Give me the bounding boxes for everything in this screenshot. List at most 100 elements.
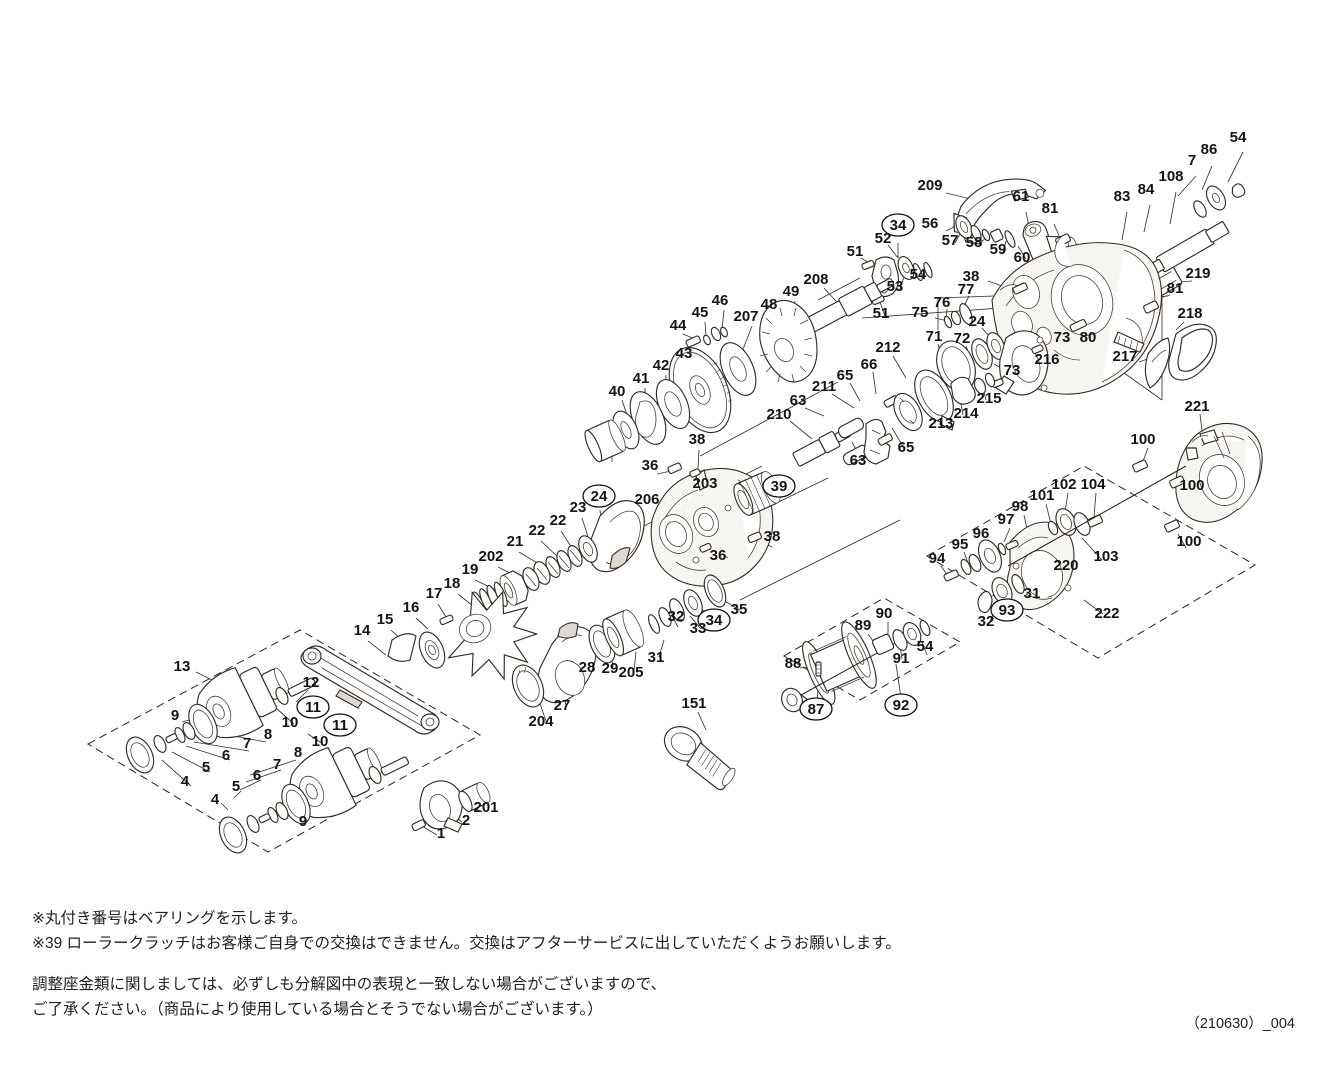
- callout-number: 208: [803, 271, 828, 288]
- callout-number: 46: [712, 292, 729, 309]
- callout-208: 208: [803, 271, 828, 288]
- callout-number: 88: [785, 655, 802, 672]
- callout-number: 97: [998, 511, 1015, 528]
- callout-32: 32: [668, 608, 685, 625]
- callout-number: 206: [634, 491, 659, 508]
- callout-9: 9: [299, 813, 307, 830]
- callout-number: 65: [898, 439, 915, 456]
- part-204-ring: [511, 664, 545, 708]
- part-stack-21-24: [522, 535, 598, 591]
- callout-7: 7: [243, 735, 251, 752]
- callout-number: 6: [222, 747, 230, 764]
- callout-14: 14: [354, 622, 371, 639]
- callout-1: 1: [437, 825, 445, 842]
- callout-number: 38: [764, 528, 781, 545]
- callout-number: 9: [299, 813, 307, 830]
- callout-number: 93: [999, 602, 1016, 619]
- callout-84: 84: [1138, 181, 1155, 198]
- callout-12: 12: [303, 674, 320, 691]
- callout-number: 51: [847, 243, 864, 260]
- callout-66: 66: [861, 356, 878, 373]
- callout-number: 86: [1201, 141, 1218, 158]
- bearing-87: [781, 687, 803, 713]
- callout-54: 54: [1230, 129, 1247, 146]
- part-43-washer: [655, 378, 691, 430]
- callout-number: 71: [926, 328, 943, 345]
- callout-219: 219: [1185, 265, 1210, 282]
- part-2-cap: [458, 781, 491, 812]
- callout-number: 1: [437, 825, 445, 842]
- note-line-2: ※39 ローラークラッチはお客様ご自身での交換はできません。交換はアフターサービ…: [32, 935, 901, 952]
- callout-31: 31: [648, 649, 665, 666]
- callout-63: 63: [850, 452, 867, 469]
- note-block2-line-1: 調整座金類に関しましては、必ずしも分解図中の表現と一致しない場合がございますので…: [32, 976, 667, 993]
- callout-61: 61: [1013, 188, 1030, 205]
- callout-number: 220: [1053, 557, 1078, 574]
- bearing-marker-circle: [884, 693, 918, 717]
- callout-number: 201: [473, 799, 498, 816]
- callout-number: 45: [692, 304, 709, 321]
- part-stack-4-9-upper: [125, 703, 218, 774]
- callout-98: 98: [1012, 498, 1029, 515]
- part-31-32-93-stack: [977, 574, 1025, 614]
- callout-36: 36: [710, 547, 727, 564]
- callout-number: 54: [910, 266, 927, 283]
- callout-49: 49: [783, 283, 800, 300]
- callout-number: 218: [1177, 305, 1202, 322]
- callout-31: 31: [1024, 585, 1041, 602]
- callout-number: 38: [963, 268, 980, 285]
- callout-number: 24: [969, 313, 986, 330]
- part-221-sideplate: [1175, 422, 1263, 523]
- callout-42: 42: [653, 357, 670, 374]
- callout-65: 65: [898, 439, 915, 456]
- callout-number: 53: [887, 278, 904, 295]
- callout-number: 36: [642, 457, 659, 474]
- callout-201: 201: [473, 799, 498, 816]
- note-block2-line-2: ご了承ください。（商品により使用している場合とそうでない場合がございます。）: [32, 1001, 603, 1018]
- callout-number: 42: [653, 357, 670, 374]
- callout-number: 10: [282, 714, 299, 731]
- part-12-shaft-upper: [287, 677, 317, 697]
- callout-95: 95: [952, 536, 969, 553]
- callout-206: 206: [634, 491, 659, 508]
- callout-number: 34: [706, 612, 723, 629]
- callout-103: 103: [1093, 548, 1118, 565]
- callout-number: 65: [837, 367, 854, 384]
- callout-207: 207: [733, 308, 758, 325]
- callout-number: 8: [294, 744, 302, 761]
- callout-number: 103: [1093, 548, 1118, 565]
- callout-221: 221: [1184, 398, 1209, 415]
- callout-48: 48: [761, 296, 778, 313]
- callout-number: 54: [917, 638, 934, 655]
- bearing-marker-circle: [296, 695, 330, 719]
- bearing-marker-circle: [323, 713, 357, 737]
- callout-number: 73: [1004, 362, 1021, 379]
- callout-51: 51: [847, 243, 864, 260]
- callout-number: 222: [1094, 605, 1119, 622]
- callout-number: 7: [273, 756, 281, 773]
- callout-number: 22: [550, 512, 567, 529]
- part-151-handle: [663, 726, 736, 791]
- callout-33: 33: [690, 620, 707, 637]
- callout-number: 21: [507, 533, 524, 550]
- callout-number: 84: [1138, 181, 1155, 198]
- callout-number: 41: [633, 370, 650, 387]
- callout-151: 151: [681, 695, 706, 712]
- callout-2: 2: [462, 812, 470, 829]
- callout-number: 11: [332, 717, 348, 734]
- callout-15: 15: [377, 611, 394, 628]
- callout-number: 48: [761, 296, 778, 313]
- callout-number: 18: [444, 575, 461, 592]
- callout-92: 92: [884, 693, 918, 717]
- callout-210: 210: [766, 406, 791, 423]
- callout-97: 97: [998, 511, 1015, 528]
- callout-number: 108: [1158, 168, 1183, 185]
- callout-211: 211: [812, 378, 836, 395]
- callout-number: 61: [1013, 188, 1030, 205]
- part-88-pin: [815, 661, 822, 677]
- callout-220: 220: [1053, 557, 1078, 574]
- callout-number: 213: [928, 415, 953, 432]
- callout-number: 4: [211, 791, 220, 808]
- callout-63: 63: [790, 392, 807, 409]
- callout-108: 108: [1158, 168, 1183, 185]
